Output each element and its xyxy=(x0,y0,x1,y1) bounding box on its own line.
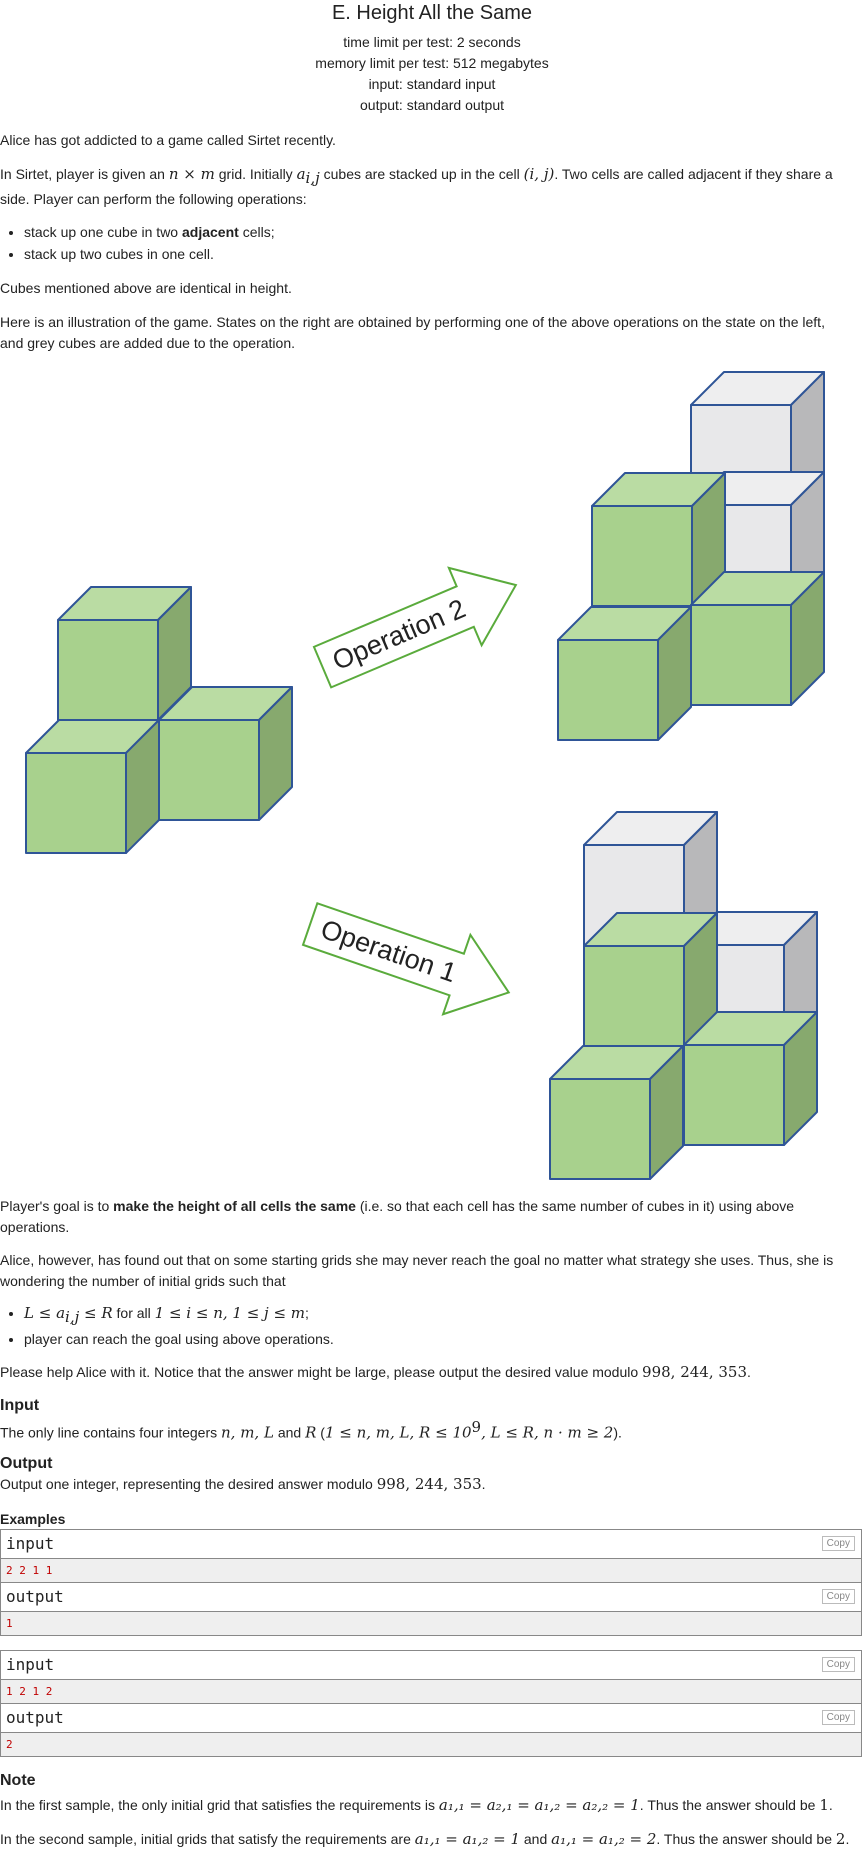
operation-1: stack up one cube in two adjacent cells; xyxy=(24,221,275,243)
input-description: The only line contains four integers n, … xyxy=(0,1418,622,1442)
example-2-input-header: input Copy xyxy=(0,1650,862,1680)
statement-intro: Alice has got addicted to a game called … xyxy=(0,132,336,148)
cubes-note: Cubes mentioned above are identical in h… xyxy=(0,280,292,296)
modulo-paragraph: Please help Alice with it. Notice that t… xyxy=(0,1363,751,1381)
note-sample-1: In the first sample, the only initial gr… xyxy=(0,1796,833,1814)
illustration-caption: Here is an illustration of the game. Sta… xyxy=(0,314,825,351)
example-1-output-header: output Copy xyxy=(0,1582,862,1612)
example-1-input: 2 2 1 1 xyxy=(0,1559,862,1583)
alice-paragraph: Alice, however, has found out that on so… xyxy=(0,1252,834,1289)
operation-1-arrow: Operation 1 xyxy=(301,901,511,1016)
game-illustration: Operation 2 Operation 1 xyxy=(25,371,825,1180)
operations-list: stack up one cube in two adjacent cells;… xyxy=(0,221,275,265)
copy-button[interactable]: Copy xyxy=(821,1710,855,1725)
example-2-input: 1 2 1 2 xyxy=(0,1680,862,1704)
output-file: output: standard output xyxy=(360,97,504,113)
copy-button[interactable]: Copy xyxy=(821,1589,855,1604)
example-2-output: 2 xyxy=(0,1733,862,1757)
green-cube-front xyxy=(583,945,685,1047)
green-cube-front xyxy=(591,505,693,607)
example-1-input-header: input Copy xyxy=(0,1529,862,1559)
output-description: Output one integer, representing the des… xyxy=(0,1475,486,1493)
memory-limit: memory limit per test: 512 megabytes xyxy=(315,55,549,71)
examples-heading: Examples xyxy=(0,1511,66,1527)
example-2-output-header: output Copy xyxy=(0,1703,862,1733)
green-cube-front xyxy=(690,604,792,706)
problem-title: E. Height All the Same xyxy=(331,2,533,24)
goal-paragraph: Player's goal is to make the height of a… xyxy=(0,1198,795,1235)
conditions-list: L ≤ ai,j ≤ R for all 1 ≤ i ≤ n, 1 ≤ j ≤ … xyxy=(0,1302,334,1350)
green-cube-front xyxy=(683,1044,785,1146)
time-limit: time limit per test: 2 seconds xyxy=(343,34,521,50)
copy-button[interactable]: Copy xyxy=(821,1657,855,1672)
input-heading: Input xyxy=(0,1397,40,1414)
example-1-output: 1 xyxy=(0,1612,862,1636)
green-cube-front xyxy=(25,752,127,854)
operation-2-arrow: Operation 2 xyxy=(312,566,518,689)
output-heading: Output xyxy=(0,1455,53,1472)
copy-button[interactable]: Copy xyxy=(821,1536,855,1551)
condition-1: L ≤ ai,j ≤ R for all 1 ≤ i ≤ n, 1 ≤ j ≤ … xyxy=(24,1302,334,1328)
green-cube-front xyxy=(557,639,659,741)
note-heading: Note xyxy=(0,1772,36,1789)
note-sample-2: In the second sample, initial grids that… xyxy=(0,1830,850,1848)
condition-2: player can reach the goal using above op… xyxy=(24,1328,334,1350)
green-cube-front xyxy=(57,619,159,721)
statement-grid: In Sirtet, player is given an n × m grid… xyxy=(0,165,833,207)
operation-2: stack up two cubes in one cell. xyxy=(24,243,275,265)
input-file: input: standard input xyxy=(368,76,496,92)
green-cube-front xyxy=(158,719,260,821)
green-cube-front xyxy=(549,1078,651,1180)
